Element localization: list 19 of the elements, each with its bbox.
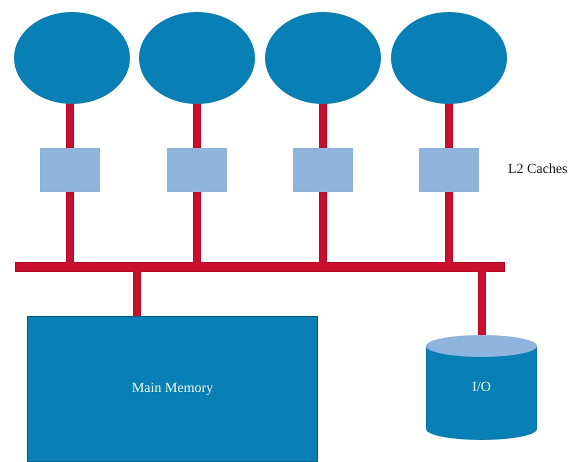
connector-line	[193, 192, 201, 262]
node-label: Main Memory	[132, 381, 214, 397]
bus-bar	[15, 262, 505, 272]
cache-box	[419, 148, 479, 192]
connector-line	[133, 272, 141, 316]
annotation-label: L2 Caches	[508, 162, 568, 178]
connector-line	[319, 192, 327, 262]
connector-line	[478, 272, 486, 335]
connector-line	[319, 103, 327, 148]
connector-line	[445, 103, 453, 148]
connector-line	[66, 102, 74, 148]
cache-box	[167, 148, 227, 192]
connector-line	[66, 192, 74, 262]
node-label: I/O	[472, 380, 491, 396]
cache-box	[293, 148, 353, 192]
cache-box	[40, 148, 100, 192]
memory-box	[27, 316, 318, 462]
connector-line	[193, 103, 201, 148]
connector-line	[445, 192, 453, 262]
